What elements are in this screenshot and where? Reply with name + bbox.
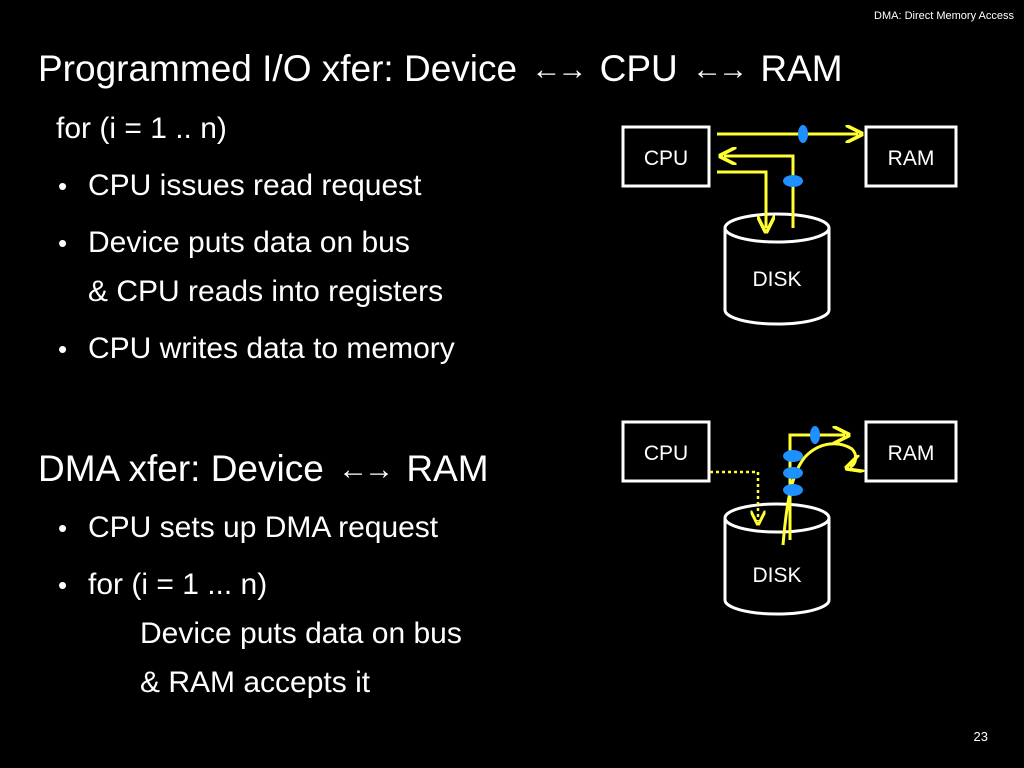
ram-label: RAM: [888, 442, 935, 465]
ram-label: RAM: [888, 147, 935, 170]
title-prefix: DMA xfer: Device: [38, 448, 324, 489]
section-title-dma: DMA xfer: Device ←→ RAM: [38, 446, 489, 493]
bullet-dot: •: [58, 171, 68, 201]
bus-data-token: [783, 467, 803, 479]
slide-title: Programmed I/O xfer: Device ←→ CPU ←→ RA…: [38, 46, 843, 93]
title-suffix: RAM: [760, 48, 843, 89]
disk-label: DISK: [752, 564, 801, 587]
ram-box: [864, 420, 958, 483]
bidirectional-arrow-icon: ←→: [531, 53, 587, 86]
cpu-box: [621, 420, 711, 483]
cpu-to-disk-request: [717, 170, 766, 228]
bus-data-token: [783, 484, 803, 496]
loop-line: for (i = 1 .. n): [56, 112, 227, 145]
bus-data-token: [783, 175, 803, 187]
dma-diagram: CPU RAM DISK: [621, 420, 958, 616]
bidirectional-arrow-icon: ←→: [338, 453, 394, 486]
bidirectional-arrow-icon: ←→: [692, 53, 748, 86]
slide-number: 23: [973, 729, 988, 744]
cpu-box: [621, 125, 711, 188]
disk-label: DISK: [752, 268, 801, 291]
title-prefix: Programmed I/O xfer: Device: [38, 48, 518, 89]
programmed-io-diagram: CPU RAM DISK: [621, 125, 958, 326]
bullet-item-indented: & RAM accepts it: [140, 666, 371, 699]
disk-cylinder: [723, 502, 831, 616]
bus-data-token: [810, 426, 820, 444]
ram-box: [864, 125, 958, 188]
bullet-dot: •: [58, 570, 68, 600]
cpu-label: CPU: [644, 147, 688, 170]
bullet-dot: •: [58, 334, 68, 364]
bullet-item-indented: Device puts data on bus: [140, 617, 462, 650]
dma-curved-transfer: [781, 442, 856, 546]
disk-cylinder: [723, 212, 831, 326]
disk-to-cpu-bus: [724, 156, 795, 228]
bullet-item: for (i = 1 ... n): [88, 568, 268, 601]
cpu-dma-setup-path: [710, 470, 758, 521]
bus-data-token: [798, 125, 808, 143]
title-middle: CPU: [599, 48, 678, 89]
disk-to-ram-bus: [788, 435, 845, 540]
bullet-dot: •: [58, 228, 68, 258]
section-header-label: DMA: Direct Memory Access: [874, 10, 1014, 22]
bullet-item: CPU sets up DMA request: [88, 511, 439, 544]
bullet-dot: •: [58, 513, 68, 543]
cpu-label: CPU: [644, 442, 688, 465]
title-suffix: RAM: [406, 448, 489, 489]
bullet-item: CPU writes data to memory: [88, 332, 455, 365]
bullet-item: Device puts data on bus: [88, 226, 410, 259]
bus-data-token: [783, 450, 803, 462]
bullet-item-continuation: & CPU reads into registers: [88, 275, 444, 308]
bullet-item: CPU issues read request: [88, 169, 422, 202]
